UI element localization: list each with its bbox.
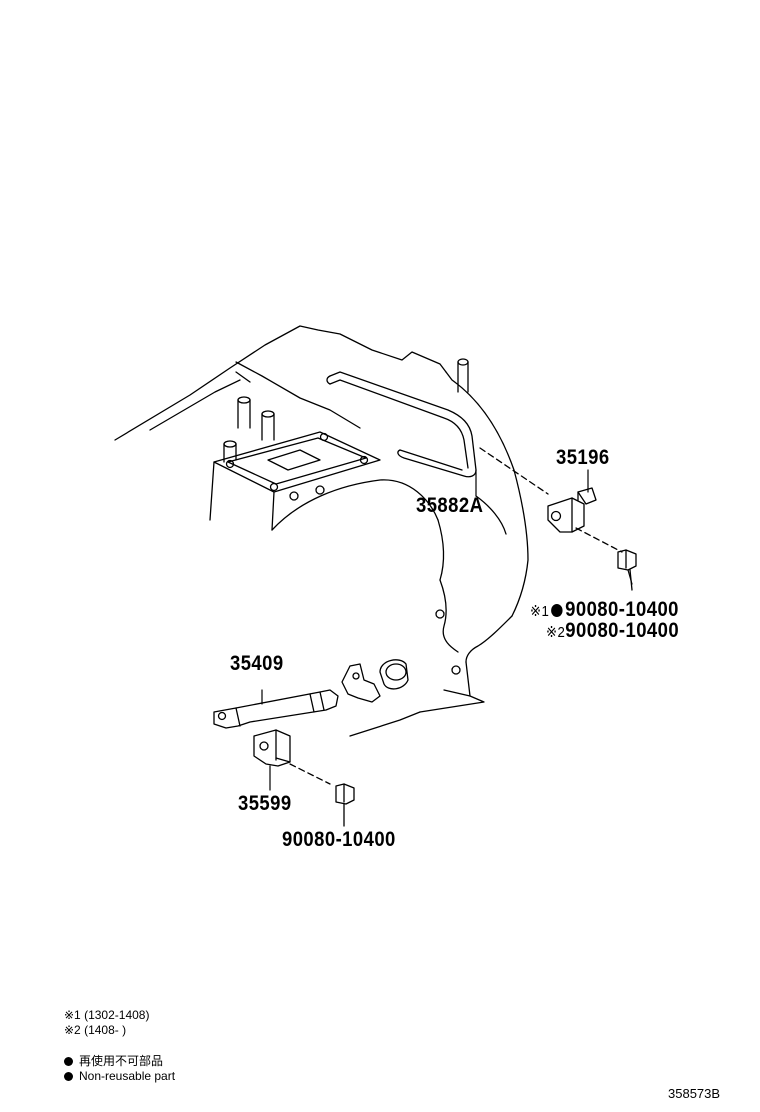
bolt-top-variant-2: ※290080-10400 <box>546 619 679 643</box>
part-label-bolt-bottom[interactable]: 90080-10400 <box>282 828 396 851</box>
lever-35409 <box>213 659 409 729</box>
bolt-top-variant-1: ※1 90080-10400 <box>530 598 679 622</box>
part-label-bolt-top-1[interactable]: 90080-10400 <box>565 598 679 621</box>
bracket-35599 <box>253 729 291 791</box>
part-label-35409[interactable]: 35409 <box>230 652 284 675</box>
legend-nonreusable-en-text: Non-reusable part <box>79 1069 176 1083</box>
legend-mark-2-range: (1408- ) <box>84 1023 127 1037</box>
part-label-35599[interactable]: 35599 <box>238 792 292 815</box>
part-label-bolt-top-2[interactable]: 90080-10400 <box>565 619 680 642</box>
legend-mark-2: ※2 (1408- ) <box>64 1023 126 1037</box>
part-label-35196[interactable]: 35196 <box>556 446 610 469</box>
variant-mark-1: ※1 <box>530 603 550 620</box>
legend-mark-1-label: ※1 <box>64 1008 81 1022</box>
illustration-id: 358573B <box>668 1086 721 1101</box>
bolt-bottom <box>335 783 355 827</box>
bolt-top <box>617 549 637 591</box>
legend-nonreusable-jp: 再使用不可部品 <box>64 1052 163 1069</box>
non-reusable-dot-icon <box>551 604 563 617</box>
legend-mark-1: ※1 (1302-1408) <box>64 1008 149 1022</box>
dashed-leaders <box>289 447 623 785</box>
non-reusable-dot-icon <box>64 1072 73 1082</box>
legend-mark-2-label: ※2 <box>64 1023 81 1037</box>
non-reusable-dot-icon <box>64 1057 73 1067</box>
legend-mark-1-range: (1302-1408) <box>84 1008 150 1022</box>
part-label-35882a[interactable]: 35882A <box>416 494 484 517</box>
variant-mark-2: ※2 <box>546 624 566 641</box>
legend-nonreusable-en: Non-reusable part <box>64 1069 175 1083</box>
transmission-housing <box>114 325 529 737</box>
tube-35882a <box>326 371 477 497</box>
clip-35196 <box>547 469 597 533</box>
legend-nonreusable-jp-text: 再使用不可部品 <box>79 1054 164 1068</box>
